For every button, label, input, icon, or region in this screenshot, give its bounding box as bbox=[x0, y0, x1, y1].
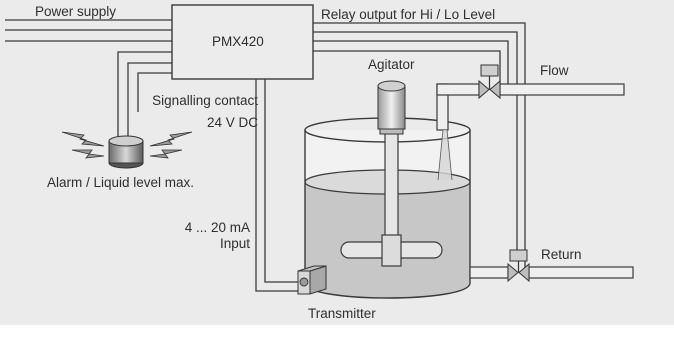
relay-output-label: Relay output for Hi / Lo Level bbox=[321, 7, 496, 22]
controller-label: PMX420 bbox=[212, 34, 264, 49]
agitator-label: Agitator bbox=[368, 57, 415, 72]
bottom-band bbox=[0, 325, 674, 338]
transmitter-label: Transmitter bbox=[308, 306, 376, 321]
flow-valve-icon bbox=[478, 64, 501, 100]
transmitter-icon bbox=[297, 265, 327, 295]
power-supply-label: Power supply bbox=[35, 4, 117, 19]
current-range-label: 4 ... 20 mA bbox=[184, 220, 250, 235]
pmx420-box bbox=[171, 4, 314, 80]
alarm-label: Alarm / Liquid level max. bbox=[47, 175, 195, 190]
input-label: Input bbox=[219, 236, 250, 251]
flow-label: Flow bbox=[540, 63, 569, 78]
alarm-device bbox=[61, 131, 193, 169]
signalling-contact-label: Signalling contact bbox=[152, 93, 258, 108]
return-valve-icon bbox=[507, 249, 530, 283]
relay-output-lines bbox=[313, 22, 526, 277]
return-label: Return bbox=[541, 247, 582, 262]
voltage-label: 24 V DC bbox=[206, 115, 258, 130]
power-supply-lines bbox=[5, 19, 172, 42]
agitator-icon bbox=[340, 80, 443, 267]
transmitter-input-lines bbox=[255, 79, 298, 292]
signalling-contact-lines bbox=[117, 51, 172, 138]
return-pipe bbox=[469, 266, 634, 279]
